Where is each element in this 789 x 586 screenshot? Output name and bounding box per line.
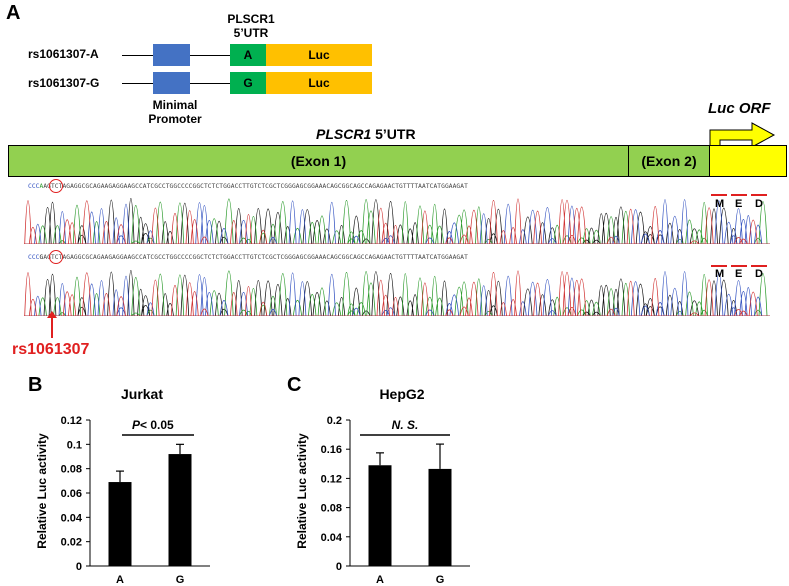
construct-g-allele: G — [230, 72, 266, 94]
snp-circle-a — [49, 179, 63, 193]
chromatogram-a — [24, 198, 770, 244]
construct-g-label: rs1061307-G — [28, 76, 100, 90]
panel-b-letter: B — [28, 374, 43, 396]
seq-g-rest: AGTCTAGAGGCGCAGAAGAGGAAGCCATCGCCTGGCCCCG… — [43, 254, 468, 261]
sequence-a: CCCAAGTCTAGAGGCGCAGAAGAGGAAGCCATCGCCTGGC… — [28, 183, 768, 190]
jurkat-ylabel: Relative Luc activity — [35, 433, 49, 549]
codon-m-2: M — [715, 268, 725, 280]
hepg2-plot: 0 0.04 0.08 0.12 0.16 0.2A G — [321, 415, 470, 586]
jurkat-y-tick-label: 0 — [76, 561, 82, 573]
codon-d-2: D — [755, 268, 763, 280]
jurkat-sig-p: P — [132, 418, 141, 432]
snp-label: rs1061307 — [12, 341, 90, 358]
jurkat-chart: Jurkat Relative Luc activity P < 0.05 00… — [35, 386, 210, 586]
hepg2-chart: HepG2 Relative Luc activity N. S. 00.040… — [295, 386, 470, 586]
codon-bar-d-1 — [751, 194, 767, 196]
chromatogram-g — [24, 270, 770, 316]
promoter-caption-top: Minimal — [152, 98, 198, 112]
codon-d-1: D — [755, 198, 763, 210]
construct-a-allele: A — [230, 44, 266, 66]
jurkat-bar-A — [108, 482, 132, 566]
hepg2-x-tick-label-G: G — [436, 574, 445, 586]
construct-g-luc: Luc — [266, 72, 372, 94]
codon-bar-d-2 — [751, 265, 767, 267]
promoter-caption-bottom: Promoter — [148, 112, 202, 126]
codon-bar-e-2 — [731, 265, 747, 267]
utr-suffix: 5’UTR — [371, 126, 416, 142]
codon-bar-m-2 — [711, 265, 727, 267]
seq-a-prefix: CCC — [28, 183, 40, 190]
jurkat-y-tick-label: 0.12 — [61, 415, 82, 427]
construct-a-promoter — [153, 44, 190, 66]
hepg2-bar-A — [368, 465, 392, 566]
sequence-g: CCCGAGTCTAGAGGCGCAGAAGAGGAAGCCATCGCCTGGC… — [28, 254, 768, 261]
hepg2-y-tick-label: 0.2 — [327, 415, 342, 427]
seq-a-rest: AGTCTAGAGGCGCAGAAGAGGAAGCCATCGCCTGGCCCCG… — [43, 183, 468, 190]
jurkat-bar-G — [168, 454, 192, 566]
construct-a-luc: Luc — [266, 44, 372, 66]
seq-a-allele: A — [39, 183, 44, 190]
hepg2-title: HepG2 — [379, 386, 424, 402]
jurkat-y-tick-label: 0.1 — [67, 439, 82, 451]
construct-g-promoter — [153, 72, 190, 94]
construct-a-label: rs1061307-A — [28, 47, 99, 61]
jurkat-y-tick-label: 0.08 — [61, 464, 82, 476]
codon-e-1: E — [735, 198, 743, 210]
codon-e-2: E — [735, 268, 743, 280]
utr-header-bottom: 5’UTR — [233, 26, 269, 40]
luc-orf-label: Luc ORF — [708, 100, 771, 117]
codon-bar-e-1 — [731, 194, 747, 196]
hepg2-sig-text: N. S. — [392, 418, 419, 432]
hepg2-ylabel: Relative Luc activity — [295, 433, 309, 549]
snp-up-arrow-icon — [47, 311, 57, 338]
jurkat-sig-text: < 0.05 — [140, 418, 174, 432]
hepg2-y-tick-label: 0.08 — [321, 503, 342, 515]
panel-a-letter: A — [6, 2, 21, 24]
exon1-bar: (Exon 1) — [8, 145, 629, 177]
jurkat-y-tick-label: 0.02 — [61, 537, 82, 549]
jurkat-y-tick-label: 0.06 — [61, 488, 82, 500]
snp-circle-g — [49, 250, 63, 264]
seq-g-allele: G — [39, 254, 44, 261]
jurkat-y-tick-label: 0.04 — [61, 512, 83, 524]
seq-g-prefix: CCC — [28, 254, 40, 261]
luc-orf-bar — [709, 145, 787, 177]
promoter-caption: Minimal Promoter — [140, 98, 210, 126]
panel-c-letter: C — [287, 374, 302, 396]
hepg2-x-tick-label-A: A — [376, 574, 384, 586]
hepg2-y-tick-label: 0 — [336, 561, 342, 573]
utr-title: PLSCR1 5’UTR — [316, 126, 416, 142]
codon-m-1: M — [715, 198, 725, 210]
codon-bar-m-1 — [711, 194, 727, 196]
utr-gene-name: PLSCR1 — [316, 126, 372, 142]
hepg2-y-tick-label: 0.12 — [321, 473, 342, 485]
hepg2-y-tick-label: 0.04 — [321, 532, 343, 544]
utr-header: PLSCR1 5’UTR — [222, 12, 280, 40]
hepg2-y-tick-label: 0.16 — [321, 444, 342, 456]
exon2-bar: (Exon 2) — [628, 145, 710, 177]
utr-header-top: PLSCR1 — [227, 12, 275, 26]
jurkat-x-tick-label-G: G — [176, 574, 185, 586]
jurkat-title: Jurkat — [121, 386, 163, 402]
hepg2-bar-G — [428, 468, 452, 566]
orf-arrow-icon — [709, 122, 776, 148]
jurkat-plot: 0 0.02 0.04 0.06 0.08 0.1 0.12A G — [61, 415, 210, 586]
jurkat-x-tick-label-A: A — [116, 574, 124, 586]
